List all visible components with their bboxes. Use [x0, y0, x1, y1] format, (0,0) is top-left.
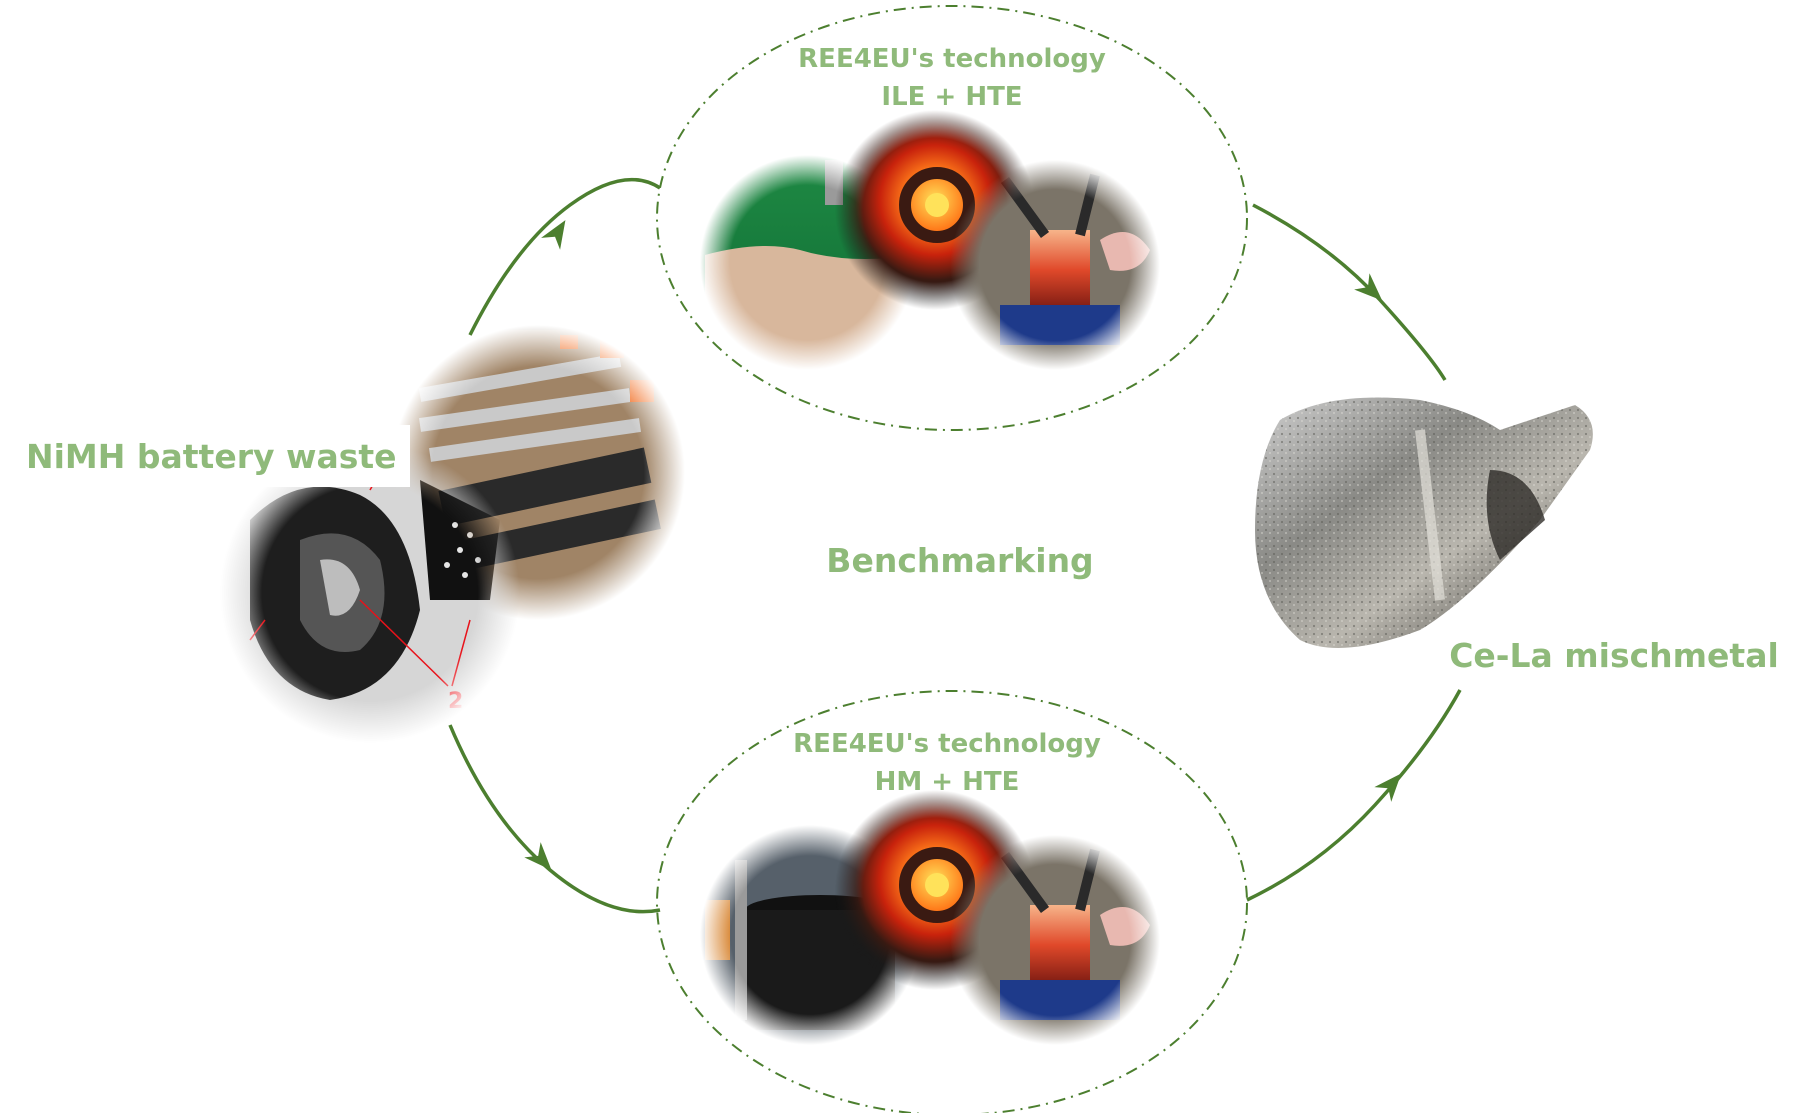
product-label-backdrop — [1440, 624, 1790, 686]
bottom-route-subtitle: HM + HTE — [875, 767, 1020, 797]
top-route-title: REE4EU's technology — [798, 44, 1106, 74]
source-label: NiMH battery waste — [26, 437, 397, 476]
product-label: Ce-La mischmetal — [1449, 636, 1779, 675]
mischmetal-ingot-photo — [1255, 397, 1593, 648]
electrode-roll-photo: 2 — [220, 443, 520, 743]
arrow-bottom-to-product — [1246, 689, 1462, 902]
cell-marker: 2 — [448, 689, 463, 714]
top-route-subtitle: ILE + HTE — [881, 82, 1022, 112]
flow-arrows — [448, 177, 1462, 914]
arrow-top-to-product — [1252, 203, 1447, 381]
arrow-source-to-top — [468, 177, 661, 336]
electrolysis-cell-photo — [950, 835, 1160, 1045]
electrolysis-cell-photo — [950, 160, 1160, 370]
bottom-route-title: REE4EU's technology — [793, 729, 1101, 759]
center-label: Benchmarking — [826, 541, 1093, 580]
top-route-ellipse — [656, 5, 1248, 431]
source-label-backdrop — [18, 425, 410, 487]
arrow-source-to-bottom — [448, 724, 661, 914]
bottom-route-ellipse — [656, 690, 1248, 1113]
